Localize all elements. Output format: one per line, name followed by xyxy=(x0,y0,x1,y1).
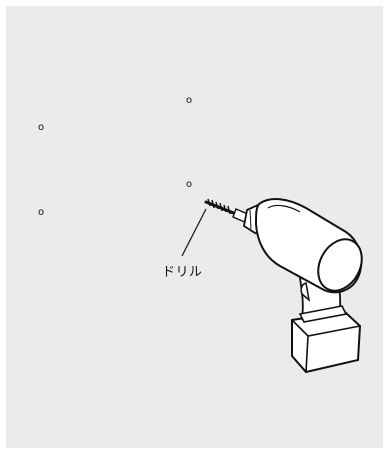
screw-hole-marker: o xyxy=(38,122,45,133)
screw-hole-marker: o xyxy=(186,95,193,106)
screw-bit-icon xyxy=(204,198,251,224)
drill-body xyxy=(254,198,363,294)
callout-leader-line xyxy=(181,208,207,257)
drill-callout-label: ドリル xyxy=(162,265,203,280)
screw-hole-marker: o xyxy=(186,179,193,190)
drill-battery xyxy=(291,305,362,374)
screw-hole-marker: o xyxy=(38,207,45,218)
